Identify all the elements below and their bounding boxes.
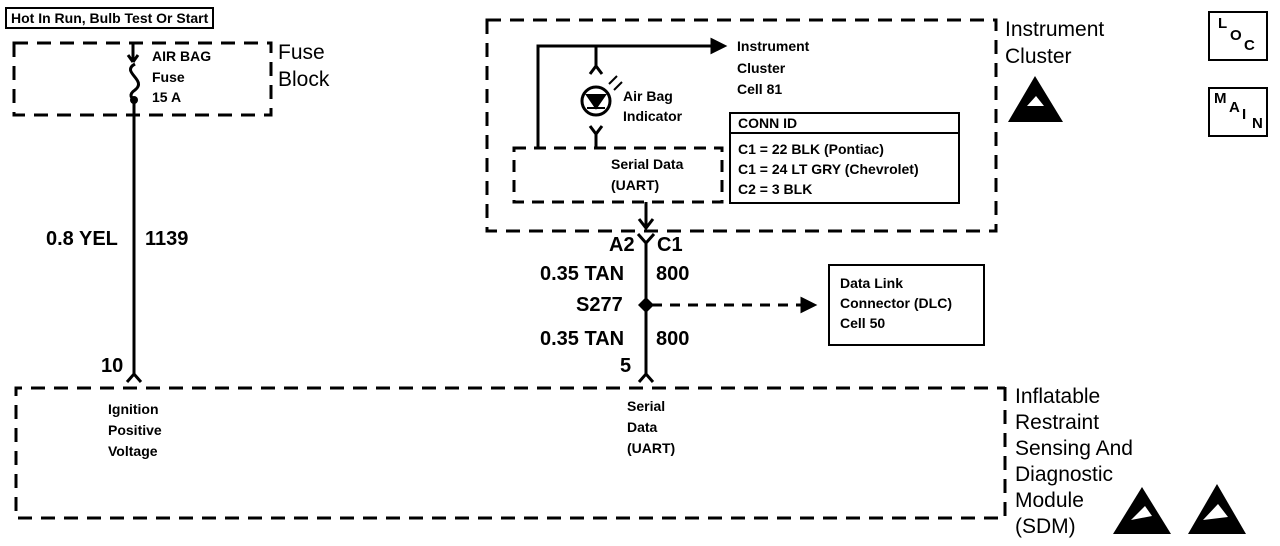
led-icon [580,85,612,117]
esd-warning-icon [1188,484,1246,534]
fuse-terminal-dot [130,96,138,104]
main-nav-button[interactable]: M A I N [1208,87,1268,137]
fuse-block-outline [12,41,273,117]
esd-warning-icon [1113,487,1171,534]
indicator-return [588,125,604,148]
sdm-ignition-line1: Ignition [108,401,159,417]
conn-id-box [729,112,960,204]
serial-lower-gauge: 0.35 TAN [540,328,625,350]
dlc-line1: Data Link [840,275,904,291]
instrument-cluster-label-line1: Instrument [1005,18,1105,41]
connector-a2-label: A2 [609,234,635,256]
loc-letter-o: O [1230,27,1242,44]
conn-id-row: C1 = 24 LT GRY (Chevrolet) [738,161,919,177]
fuse-block-label-line1: Fuse [278,41,325,64]
cluster-ref-line2: Cluster [737,60,786,76]
serial-upper-circuit: 800 [656,263,690,285]
led-diode [585,94,607,110]
ignition-terminal-number: 10 [101,355,124,377]
splice-dot-icon [638,297,654,313]
splice-label: S277 [576,294,623,316]
loc-letter-l: L [1218,15,1228,32]
cluster-ref-cell: Cell 81 [737,81,783,97]
serial-data-inner-outline [512,146,724,204]
conn-id-title: CONN ID [738,115,798,131]
serial-upper-gauge: 0.35 TAN [540,263,625,285]
main-letter-m: M [1214,90,1227,107]
conn-id-row: C1 = 22 BLK (Pontiac) [738,141,884,157]
instrument-cluster-outline [485,18,998,233]
fuse-name-line2: Fuse [152,69,185,85]
sdm-serial-line2: Data [627,419,658,435]
sdm-label-line: Sensing And [1015,437,1133,460]
fuse-name-line1: AIR BAG [152,48,212,64]
power-condition-header: Hot In Run, Bulb Test Or Start [5,7,215,29]
main-letter-i: I [1242,106,1247,123]
serial-down-arrow [637,218,655,231]
sdm-label-line: Restraint [1015,411,1100,434]
dlc-arrow-icon [800,296,818,314]
dlc-box [828,264,985,346]
ignition-wire-gauge-color: 0.8 YEL [46,228,118,250]
cluster-arrow-icon [710,37,728,55]
fuse-rating: 15 A [152,89,182,105]
sdm-serial-line3: (UART) [627,440,676,456]
dlc-line2: Connector (DLC) [840,295,952,311]
main-letter-n: N [1252,115,1263,132]
sdm-ignition-line3: Voltage [108,443,158,459]
cluster-serial-line2: (UART) [611,177,660,193]
main-letter-a: A [1229,99,1240,116]
ignition-terminal [125,371,143,383]
fuse-icon [129,62,140,102]
loc-letter-c: C [1244,37,1255,54]
conn-id-row: C2 = 3 BLK [738,181,813,197]
connector-c1 [636,233,656,246]
serial-terminal-number: 5 [620,355,632,377]
indicator-label-line2: Indicator [623,108,683,124]
led-rays [608,75,623,91]
indicator-feed-v [588,63,604,75]
esd-warning-icon [1008,76,1063,122]
sdm-ignition-line2: Positive [108,422,162,438]
cluster-serial-line1: Serial Data [611,156,684,172]
serial-lower-circuit: 800 [656,328,690,350]
dlc-cell-ref: Cell 50 [840,315,886,331]
sdm-serial-line1: Serial [627,398,666,414]
sdm-label-line: Inflatable [1015,385,1101,408]
indicator-label-line1: Air Bag [623,88,673,104]
cluster-bus [536,44,720,148]
fuse-block-label-line2: Block [278,68,330,91]
instrument-cluster-label-line2: Cluster [1005,45,1072,68]
cluster-ref-line1: Instrument [737,38,810,54]
sdm-outline [14,386,1007,520]
loc-nav-button[interactable]: L O C [1208,11,1268,61]
sdm-label-line: Diagnostic [1015,463,1114,486]
serial-terminal [637,371,655,383]
connector-c1-label: C1 [657,234,683,256]
fuse-wire [126,43,140,63]
sdm-label-line: Module [1015,489,1084,512]
sdm-label-line: (SDM) [1015,515,1076,538]
ignition-circuit-number: 1139 [145,228,189,250]
